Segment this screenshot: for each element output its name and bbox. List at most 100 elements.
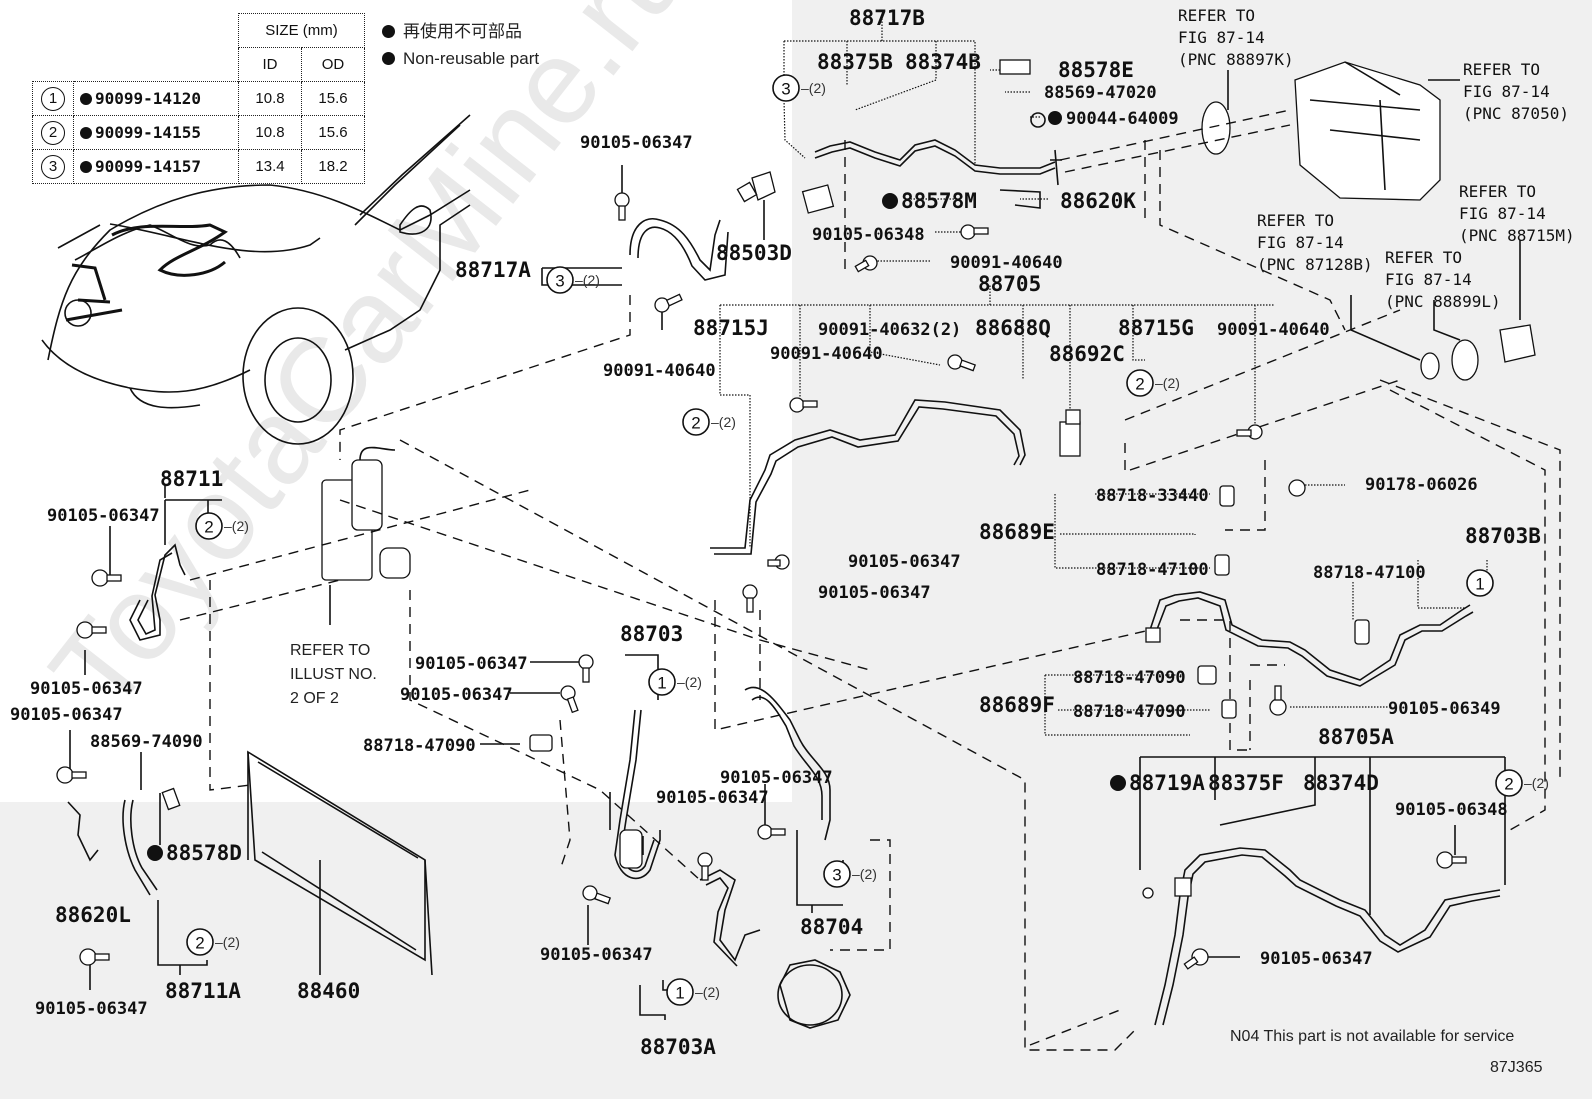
part-label[interactable]: 88569-47020 (1044, 83, 1157, 103)
part-number[interactable]: 88374B (905, 50, 981, 74)
part-label[interactable]: 88578M (882, 189, 977, 213)
part-label[interactable]: 88718-33440 (1096, 486, 1209, 506)
part-number[interactable]: 90105-06347 (1260, 949, 1373, 969)
part-number[interactable]: 88374D (1303, 771, 1379, 795)
part-number[interactable]: 88718-47090 (363, 736, 476, 756)
part-number[interactable]: 88718-47100 (1096, 560, 1209, 580)
part-label[interactable]: 90091-40640 (1217, 320, 1330, 340)
part-label[interactable]: 88703 (620, 622, 683, 646)
part-label[interactable]: 90105-06347 (656, 788, 769, 808)
part-number[interactable]: 88703B (1465, 524, 1541, 548)
part-number[interactable]: 88460 (297, 979, 360, 1003)
part-number[interactable]: 88569-47020 (1044, 83, 1157, 103)
part-label[interactable]: 88688Q (975, 316, 1051, 340)
part-number[interactable]: 88578M (901, 189, 977, 213)
part-number[interactable]: 90091-40632(2) (818, 320, 961, 340)
part-label[interactable]: 88703B (1465, 524, 1541, 548)
part-label[interactable]: 90105-06347 (10, 705, 123, 725)
part-label[interactable]: 88719A (1110, 771, 1205, 795)
part-label[interactable]: 88717A (455, 258, 531, 282)
part-number[interactable]: 88718-47090 (1073, 702, 1186, 722)
part-number[interactable]: 90105-06348 (1395, 800, 1508, 820)
part-label[interactable]: 88711A (165, 979, 241, 1003)
part-label[interactable]: 88689E (979, 520, 1055, 544)
part-number[interactable]: 90105-06347 (656, 788, 769, 808)
part-number[interactable]: 88689E (979, 520, 1055, 544)
part-label[interactable]: 88715J (693, 316, 769, 340)
part-label[interactable]: 90105-06347 (47, 506, 160, 526)
oring-part-number[interactable]: 90099-14120 (95, 89, 201, 108)
part-label[interactable]: 88692C (1049, 342, 1125, 366)
part-label[interactable]: 88715G (1118, 316, 1194, 340)
part-number[interactable]: 88703A (640, 1035, 716, 1059)
part-number[interactable]: 88705 (978, 272, 1041, 296)
part-label[interactable]: 90105-06349 (1388, 699, 1501, 719)
part-label[interactable]: 88718-47090 (1073, 668, 1186, 688)
part-number[interactable]: 88719A (1129, 771, 1205, 795)
part-number[interactable]: 88503D (716, 241, 792, 265)
part-label[interactable]: 90105-06347 (580, 133, 693, 153)
oring-callout[interactable]: 3–(2) (823, 860, 877, 888)
part-label[interactable]: 88374B (905, 50, 981, 74)
part-label[interactable]: 88717B (849, 6, 925, 30)
part-number[interactable]: 88569-74090 (90, 732, 203, 752)
part-label[interactable]: 88620K (1060, 189, 1136, 213)
part-number[interactable]: 90105-06347 (540, 945, 653, 965)
part-label[interactable]: 90105-06347 (415, 654, 528, 674)
part-label[interactable]: 88460 (297, 979, 360, 1003)
part-label[interactable]: 88569-74090 (90, 732, 203, 752)
part-label[interactable]: 88689F (979, 693, 1055, 717)
part-label[interactable]: 90105-06347 (540, 945, 653, 965)
part-number[interactable]: 88704 (800, 915, 863, 939)
part-label[interactable]: 88703A (640, 1035, 716, 1059)
part-number[interactable]: 88620L (55, 903, 131, 927)
part-number[interactable]: 90105-06348 (812, 225, 925, 245)
part-number[interactable]: 90105-06347 (35, 999, 148, 1019)
part-number[interactable]: 88717B (849, 6, 925, 30)
part-label[interactable]: 90105-06347 (720, 768, 833, 788)
part-label[interactable]: 88375B (817, 50, 893, 74)
part-label[interactable]: 90091-40632(2) (818, 320, 961, 340)
part-number[interactable]: 90091-40640 (950, 253, 1063, 273)
oring-part-number[interactable]: 90099-14155 (95, 123, 201, 142)
part-number[interactable]: 90105-06347 (10, 705, 123, 725)
part-label[interactable]: 88718-47090 (1073, 702, 1186, 722)
oring-callout[interactable]: 2–(2) (1126, 369, 1180, 397)
part-label[interactable]: 88705A (1318, 725, 1394, 749)
part-number[interactable]: 90105-06349 (1388, 699, 1501, 719)
part-label[interactable]: 90091-40640 (603, 361, 716, 381)
oring-callout[interactable]: 3–(2) (546, 266, 600, 294)
part-number[interactable]: 90091-40640 (770, 344, 883, 364)
part-number[interactable]: 90105-06347 (30, 679, 143, 699)
part-label[interactable]: 88704 (800, 915, 863, 939)
part-label[interactable]: 88503D (716, 241, 792, 265)
part-label[interactable]: 88718-47100 (1096, 560, 1209, 580)
part-label[interactable]: 90105-06347 (30, 679, 143, 699)
part-number[interactable]: 88711 (160, 467, 223, 491)
part-label[interactable]: 88578D (147, 841, 242, 865)
part-label[interactable]: 90044-64009 (1048, 109, 1179, 129)
oring-callout[interactable]: 1 (1466, 569, 1494, 597)
part-label[interactable]: 88578E (1058, 58, 1134, 82)
part-label[interactable]: 88705 (978, 272, 1041, 296)
part-label[interactable]: 90105-06348 (812, 225, 925, 245)
oring-part-number[interactable]: 90099-14157 (95, 157, 201, 176)
part-label[interactable]: 90091-40640 (950, 253, 1063, 273)
part-label[interactable]: 90105-06347 (848, 552, 961, 572)
part-label[interactable]: 88620L (55, 903, 131, 927)
oring-callout[interactable]: 2–(2) (682, 408, 736, 436)
part-number[interactable]: 90105-06347 (580, 133, 693, 153)
part-label[interactable]: 88718-47100 (1313, 563, 1426, 583)
part-number[interactable]: 88689F (979, 693, 1055, 717)
oring-callout[interactable]: 2–(2) (195, 512, 249, 540)
oring-callout[interactable]: 1–(2) (666, 978, 720, 1006)
part-number[interactable]: 90178-06026 (1365, 475, 1478, 495)
part-number[interactable]: 90091-40640 (1217, 320, 1330, 340)
part-number[interactable]: 90105-06347 (720, 768, 833, 788)
part-label[interactable]: 90105-06347 (1260, 949, 1373, 969)
part-label[interactable]: 90105-06348 (1395, 800, 1508, 820)
part-number[interactable]: 90105-06347 (848, 552, 961, 572)
part-number[interactable]: 88718-47100 (1313, 563, 1426, 583)
part-number[interactable]: 88703 (620, 622, 683, 646)
part-number[interactable]: 90105-06347 (47, 506, 160, 526)
